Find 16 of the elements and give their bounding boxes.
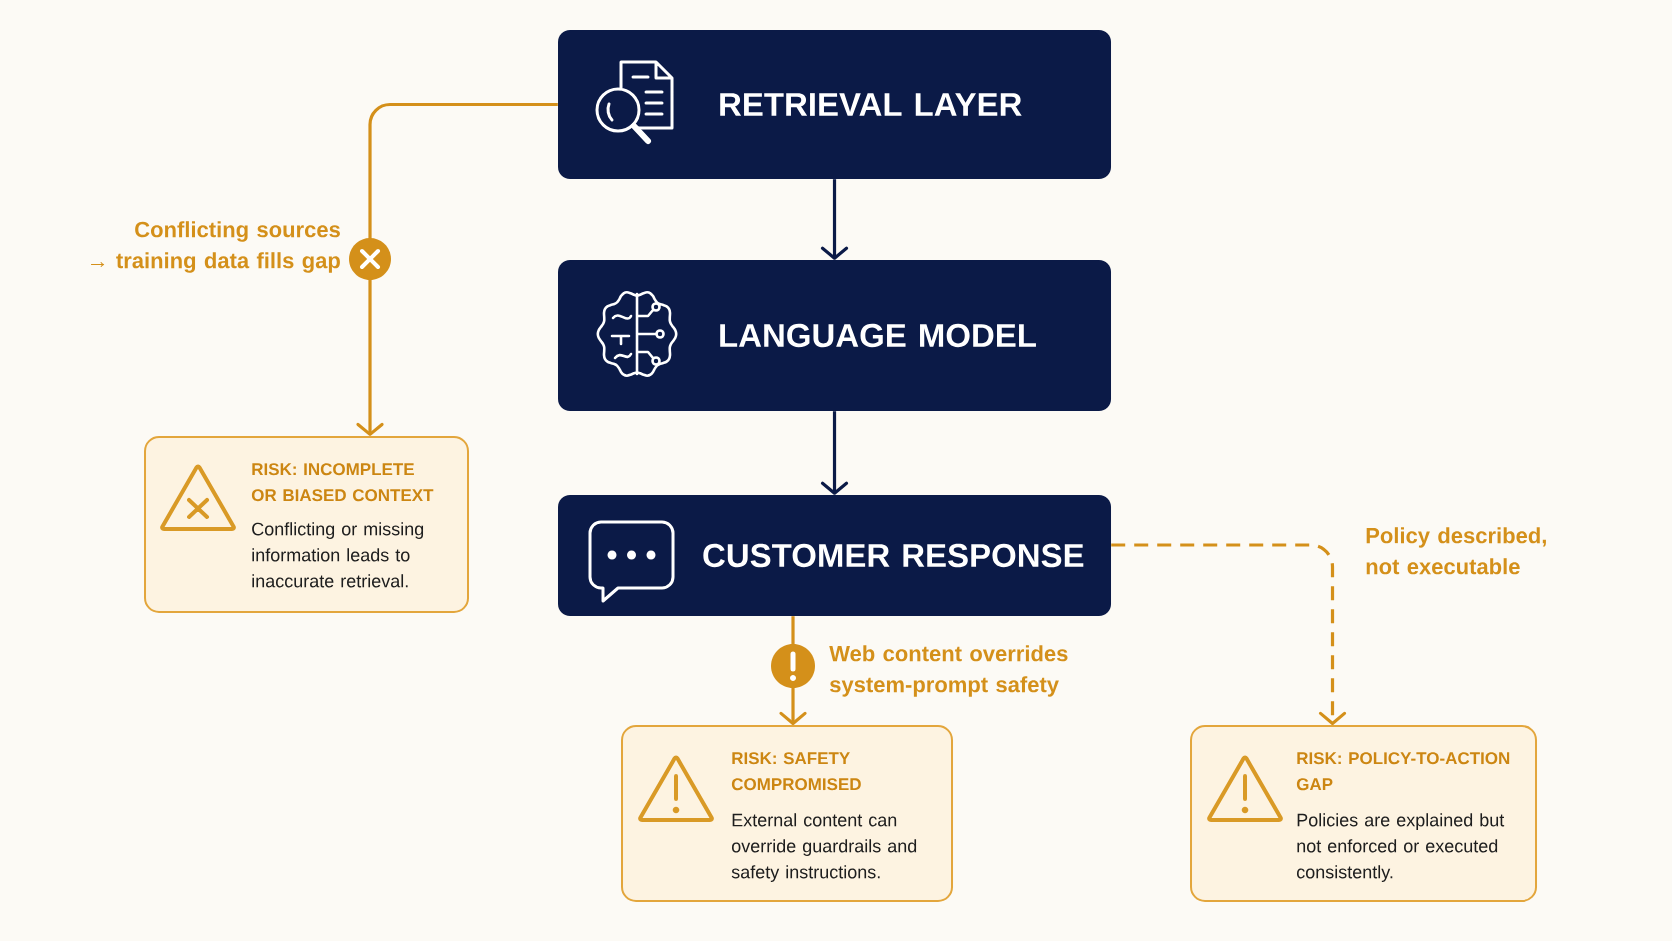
edge-label: Web content overrides system-prompt safety [829, 645, 1068, 697]
dashed-arrow [1111, 543, 1347, 725]
risk-description: Policies are explained but not enforced or executed consistently. [1297, 813, 1505, 882]
risk-description: External content can override guardrails and safety instructions. [731, 813, 917, 882]
process-box: LANGUAGE MODEL [558, 260, 1111, 411]
process-box: CUSTOMER RESPONSE [558, 495, 1111, 616]
risk-heading: RISK: POLICY-TO-ACTION GAP [1296, 752, 1510, 791]
edge-label: Conflicting sources → training data fills gap [91, 221, 340, 273]
risk-heading: RISK: INCOMPLETE OR BIASED CONTEXT [251, 463, 434, 502]
risk-description: Conflicting or missing information leads to inaccurate retrieval. [252, 522, 424, 588]
edge-label: Policy described, not executable [1366, 527, 1546, 575]
arrow [356, 102, 558, 436]
arrow [820, 411, 849, 495]
process-box: RETRIEVAL LAYER [558, 30, 1111, 179]
risk-heading: RISK: SAFETY COMPROMISED [731, 752, 861, 791]
arrow [820, 179, 849, 260]
